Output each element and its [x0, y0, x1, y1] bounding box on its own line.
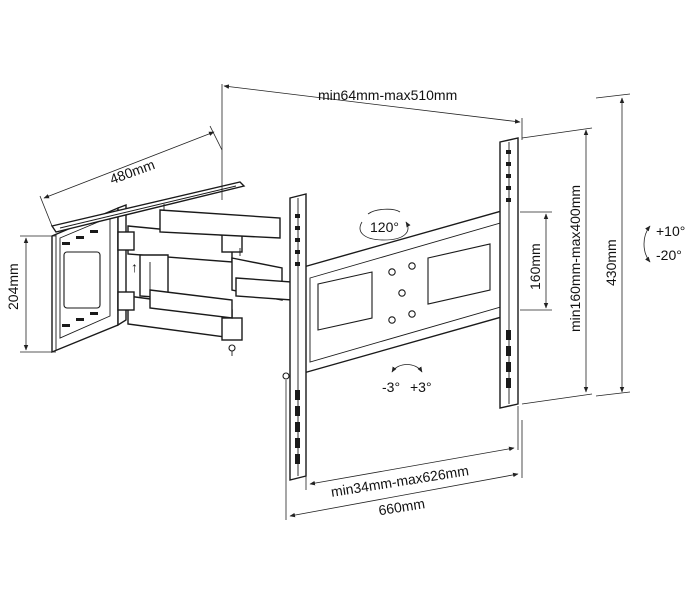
dim-top-width: min64mm-max510mm — [221, 84, 523, 200]
vertical-rail-left — [282, 193, 307, 481]
label-level-left: -3° — [382, 379, 400, 395]
label-arm-depth: 480mm — [107, 156, 156, 187]
arm-joint-1 — [117, 231, 135, 251]
level-indicator: -3° +3° — [382, 364, 432, 395]
label-top-width: min64mm-max510mm — [318, 87, 457, 103]
label-overall-height: 430mm — [603, 239, 619, 286]
rail-right-holes — [506, 150, 511, 388]
wall-plate-arrow-icon: ↑ — [131, 259, 138, 275]
rail-left-holes — [295, 214, 300, 464]
vertical-rail-right — [499, 137, 519, 409]
wall-plate-cutout — [63, 251, 101, 309]
dim-overall-width: 660mm — [285, 380, 523, 520]
arm-assembly: ↑ — [117, 204, 293, 356]
label-wall-plate-height: 204mm — [5, 263, 21, 310]
label-vesa-range: min160mm-max400mm — [567, 185, 583, 332]
dim-wall-plate-height: 204mm — [5, 235, 56, 353]
tilt-indicator: +10° -20° — [643, 223, 685, 263]
dim-vesa-height: 160mm — [520, 211, 552, 311]
crossbar-cutout-right — [427, 243, 491, 305]
dim-vesa-range: min160mm-max400mm — [521, 127, 593, 405]
label-vesa-height: 160mm — [527, 243, 543, 290]
wall-plate-slots — [62, 230, 98, 327]
label-tilt-up: +10° — [656, 223, 685, 239]
arm-joint-2 — [117, 291, 135, 311]
dim-overall-height: 430mm — [595, 93, 631, 397]
label-tilt-down: -20° — [656, 247, 682, 263]
tv-crossbar — [299, 207, 513, 375]
label-level-right: +3° — [410, 379, 432, 395]
label-overall-width: 660mm — [377, 495, 426, 518]
upper-arm-2 — [159, 209, 281, 239]
label-swivel: 120° — [370, 219, 399, 235]
elbow-joint-bottom — [221, 317, 243, 341]
dim-bottom-width: min34mm-max626mm — [305, 406, 519, 500]
swivel-indicator: 120° — [359, 208, 411, 241]
crossbar-cutout-left — [317, 271, 373, 331]
wall-plate — [51, 203, 127, 354]
